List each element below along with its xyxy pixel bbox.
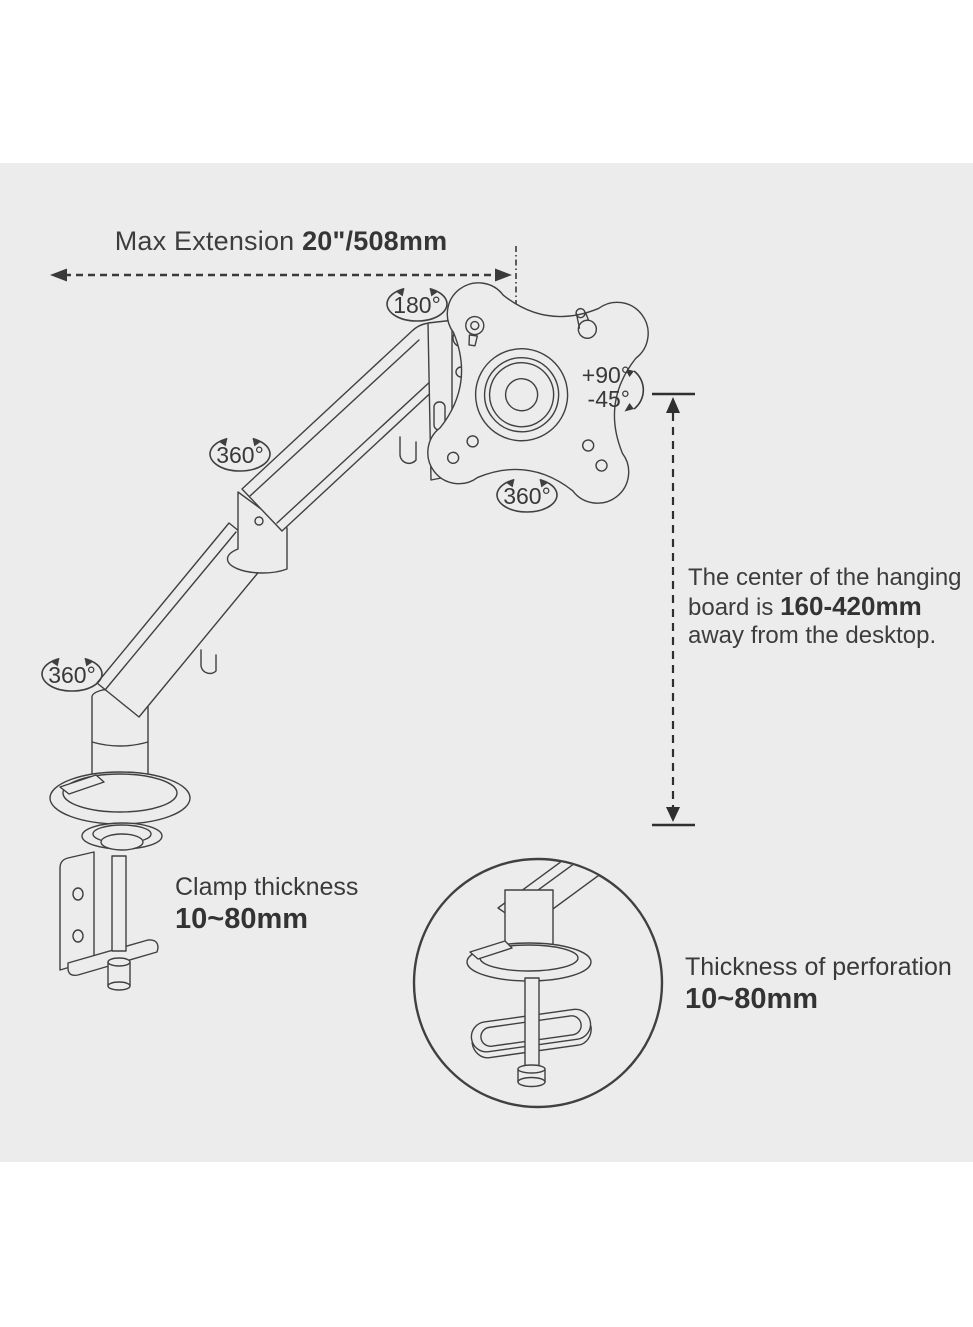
note-line3: away from the desktop. <box>688 622 937 649</box>
vesa-plate <box>427 282 649 504</box>
elbow-joint <box>226 491 288 574</box>
max-extension-prefix: Max Extension <box>114 226 303 256</box>
perforation-value: 10~80mm <box>685 983 819 1015</box>
max-extension-arrow <box>50 268 512 282</box>
max-extension-label: Max Extension 20"/508mm <box>101 226 461 257</box>
height-range-arrow <box>652 392 695 827</box>
grommet-inset <box>412 857 664 1109</box>
rotation-180-label: 180° <box>393 292 441 318</box>
max-extension-value: 20"/508mm <box>302 226 448 256</box>
rotation-360-upper-label: 360° <box>216 442 264 468</box>
rotation-360-lower-label: 360° <box>48 662 96 688</box>
hanging-board-note: The center of the hanging board is 160-4… <box>688 564 970 650</box>
tilt-range-label: +90° -45° <box>574 363 630 411</box>
tilt-down-label: -45° <box>587 386 630 412</box>
under-desk-washer <box>81 822 163 851</box>
clamp-bracket <box>59 851 159 991</box>
desk-base <box>49 771 191 825</box>
perforation-label: Thickness of perforation <box>685 953 952 981</box>
clamp-thickness-caption: Clamp thickness 10~80mm <box>175 872 358 934</box>
hanging-range-value: 160-420mm <box>780 591 922 621</box>
perforation-caption: Thickness of perforation 10~80mm <box>685 952 952 1014</box>
tilt-up-label: +90° <box>581 362 630 388</box>
note-line2: board is 160-420mm <box>688 591 922 621</box>
rotation-360-vesa-label: 360° <box>503 483 551 509</box>
clamp-thickness-value: 10~80mm <box>175 903 309 935</box>
clamp-thickness-label: Clamp thickness <box>175 873 359 901</box>
note-line1: The center of the hanging <box>688 564 962 591</box>
